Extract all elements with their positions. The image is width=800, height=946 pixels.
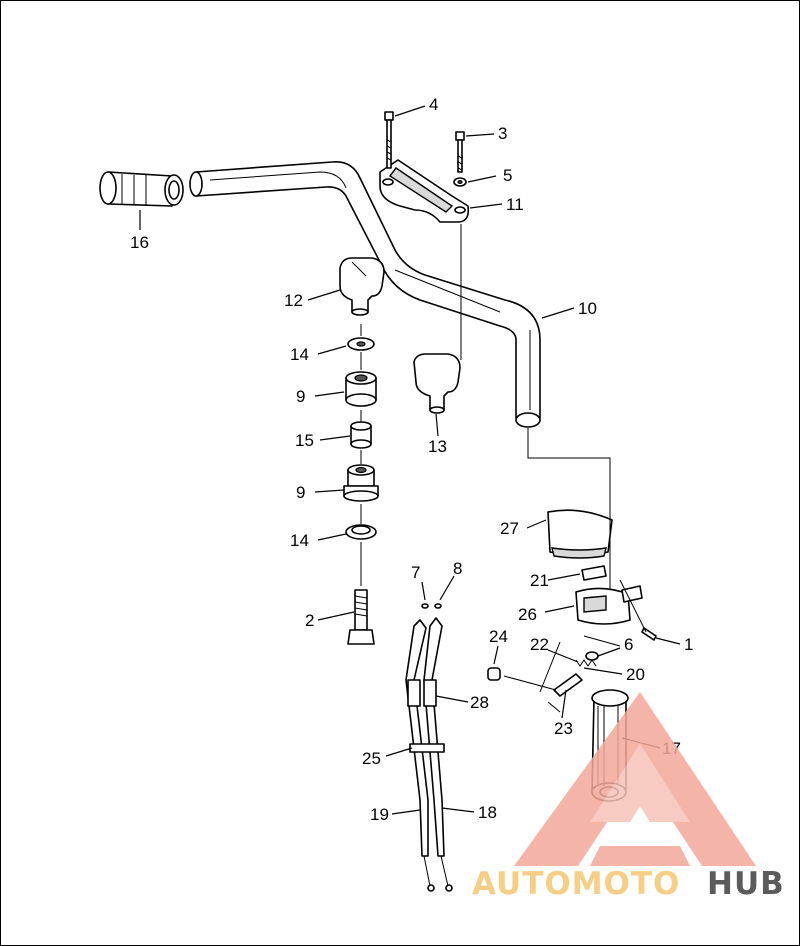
washer-part-14-lower (345, 524, 377, 540)
callout-14-lower: 14 (290, 531, 309, 550)
bolt-part-3 (455, 131, 465, 173)
bolt-part-4 (384, 111, 394, 169)
top-clamp-part-11 (379, 159, 470, 223)
callout-11: 11 (506, 195, 524, 214)
callout-15: 15 (295, 431, 314, 450)
clip-part-21 (581, 565, 607, 581)
cable-adjusters-part-28 (407, 679, 437, 707)
callout-9-lower: 9 (296, 483, 305, 502)
watermark-text-part1: AUTOMOTO (472, 866, 680, 902)
cable-part-19 (405, 619, 435, 892)
cable-part-18 (423, 617, 453, 892)
callout-4: 4 (429, 95, 438, 114)
housing-lower-part-26 (575, 585, 643, 625)
handlebar-part-10 (189, 161, 541, 428)
callout-25: 25 (362, 749, 381, 768)
callout-2: 2 (305, 611, 314, 630)
screw-part-1 (619, 579, 657, 641)
cable-clamp-part-25 (409, 743, 445, 753)
watermark-text-part2: HUB (707, 866, 785, 902)
callout-26: 26 (518, 605, 537, 624)
callout-10: 10 (578, 299, 597, 318)
callout-16: 16 (130, 233, 149, 252)
adjuster-part-23 (503, 673, 583, 697)
callout-14-upper: 14 (290, 345, 309, 364)
callout-8: 8 (453, 559, 462, 578)
callout-3: 3 (498, 124, 507, 143)
riser-part-13 (413, 353, 461, 414)
callout-22: 22 (530, 635, 549, 654)
callout-6: 6 (624, 635, 633, 654)
callout-19: 19 (370, 805, 389, 824)
left-grip-part-16 (99, 171, 184, 207)
bushing-part-9-upper (345, 371, 377, 407)
callout-9-upper: 9 (296, 387, 305, 406)
spacer-part-15 (350, 421, 372, 449)
bolt-part-2 (347, 589, 375, 645)
callout-28: 28 (470, 693, 489, 712)
cap-part-24 (487, 667, 501, 681)
washer-part-14-upper (347, 337, 375, 351)
watermark-logo (514, 692, 756, 866)
callout-23: 23 (554, 719, 573, 738)
callout-1: 1 (684, 635, 693, 654)
callout-24: 24 (489, 627, 508, 646)
callout-7: 7 (411, 563, 420, 582)
callout-12: 12 (284, 291, 303, 310)
callout-13: 13 (428, 437, 447, 456)
callout-18: 18 (478, 803, 497, 822)
riser-part-12 (339, 257, 385, 316)
bushing-part-9-lower (343, 464, 379, 502)
callout-21: 21 (530, 571, 549, 590)
callout-20: 20 (626, 665, 645, 684)
housing-part-27 (547, 509, 613, 559)
callout-27: 27 (500, 519, 519, 538)
spring-part-20 (575, 651, 599, 667)
cable-clips-7-8 (421, 603, 442, 609)
callout-5: 5 (503, 166, 512, 185)
